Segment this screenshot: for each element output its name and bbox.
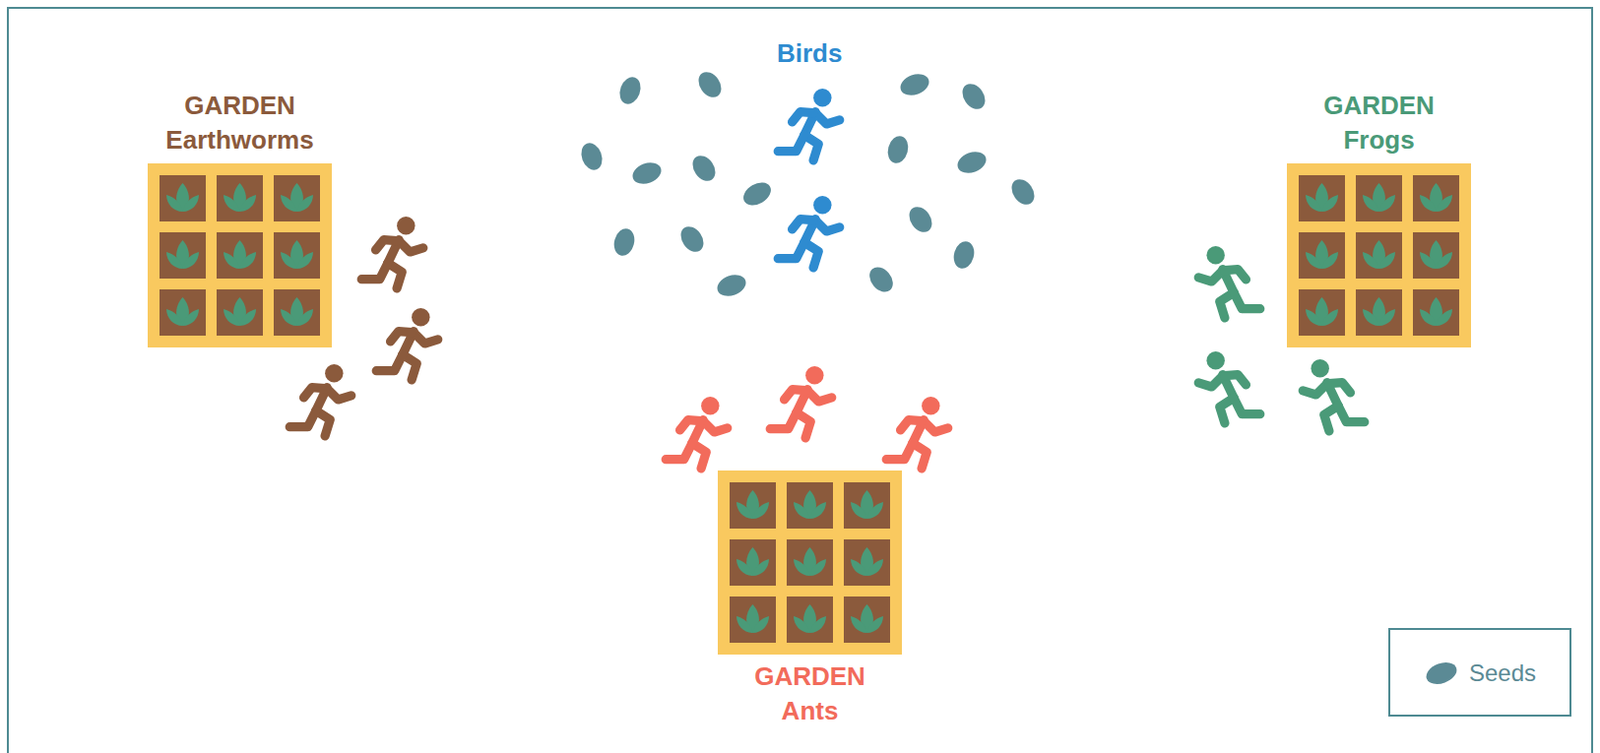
garden-title: GARDEN Frogs [1304,88,1454,158]
legend-box: Seeds [1388,628,1572,717]
garden-grid [147,163,332,348]
garden-title: GARDEN Ants [735,659,885,729]
group-label: Birds [776,38,842,68]
garden-grid [1286,163,1472,348]
garden-plot: GARDEN Frogs [1286,88,1472,355]
garden-title: GARDEN Earthworms [165,88,315,158]
legend-text: Seeds [1469,659,1536,688]
bird-runners [777,88,840,268]
ant-runners [665,366,949,469]
seed-swatch [1421,658,1462,689]
page-border [7,7,1593,753]
garden-grid [717,470,902,655]
garden-plot: GARDEN Ants [717,470,902,737]
garden-plot: GARDEN Earthworms [147,88,332,355]
seeds [577,67,1039,301]
